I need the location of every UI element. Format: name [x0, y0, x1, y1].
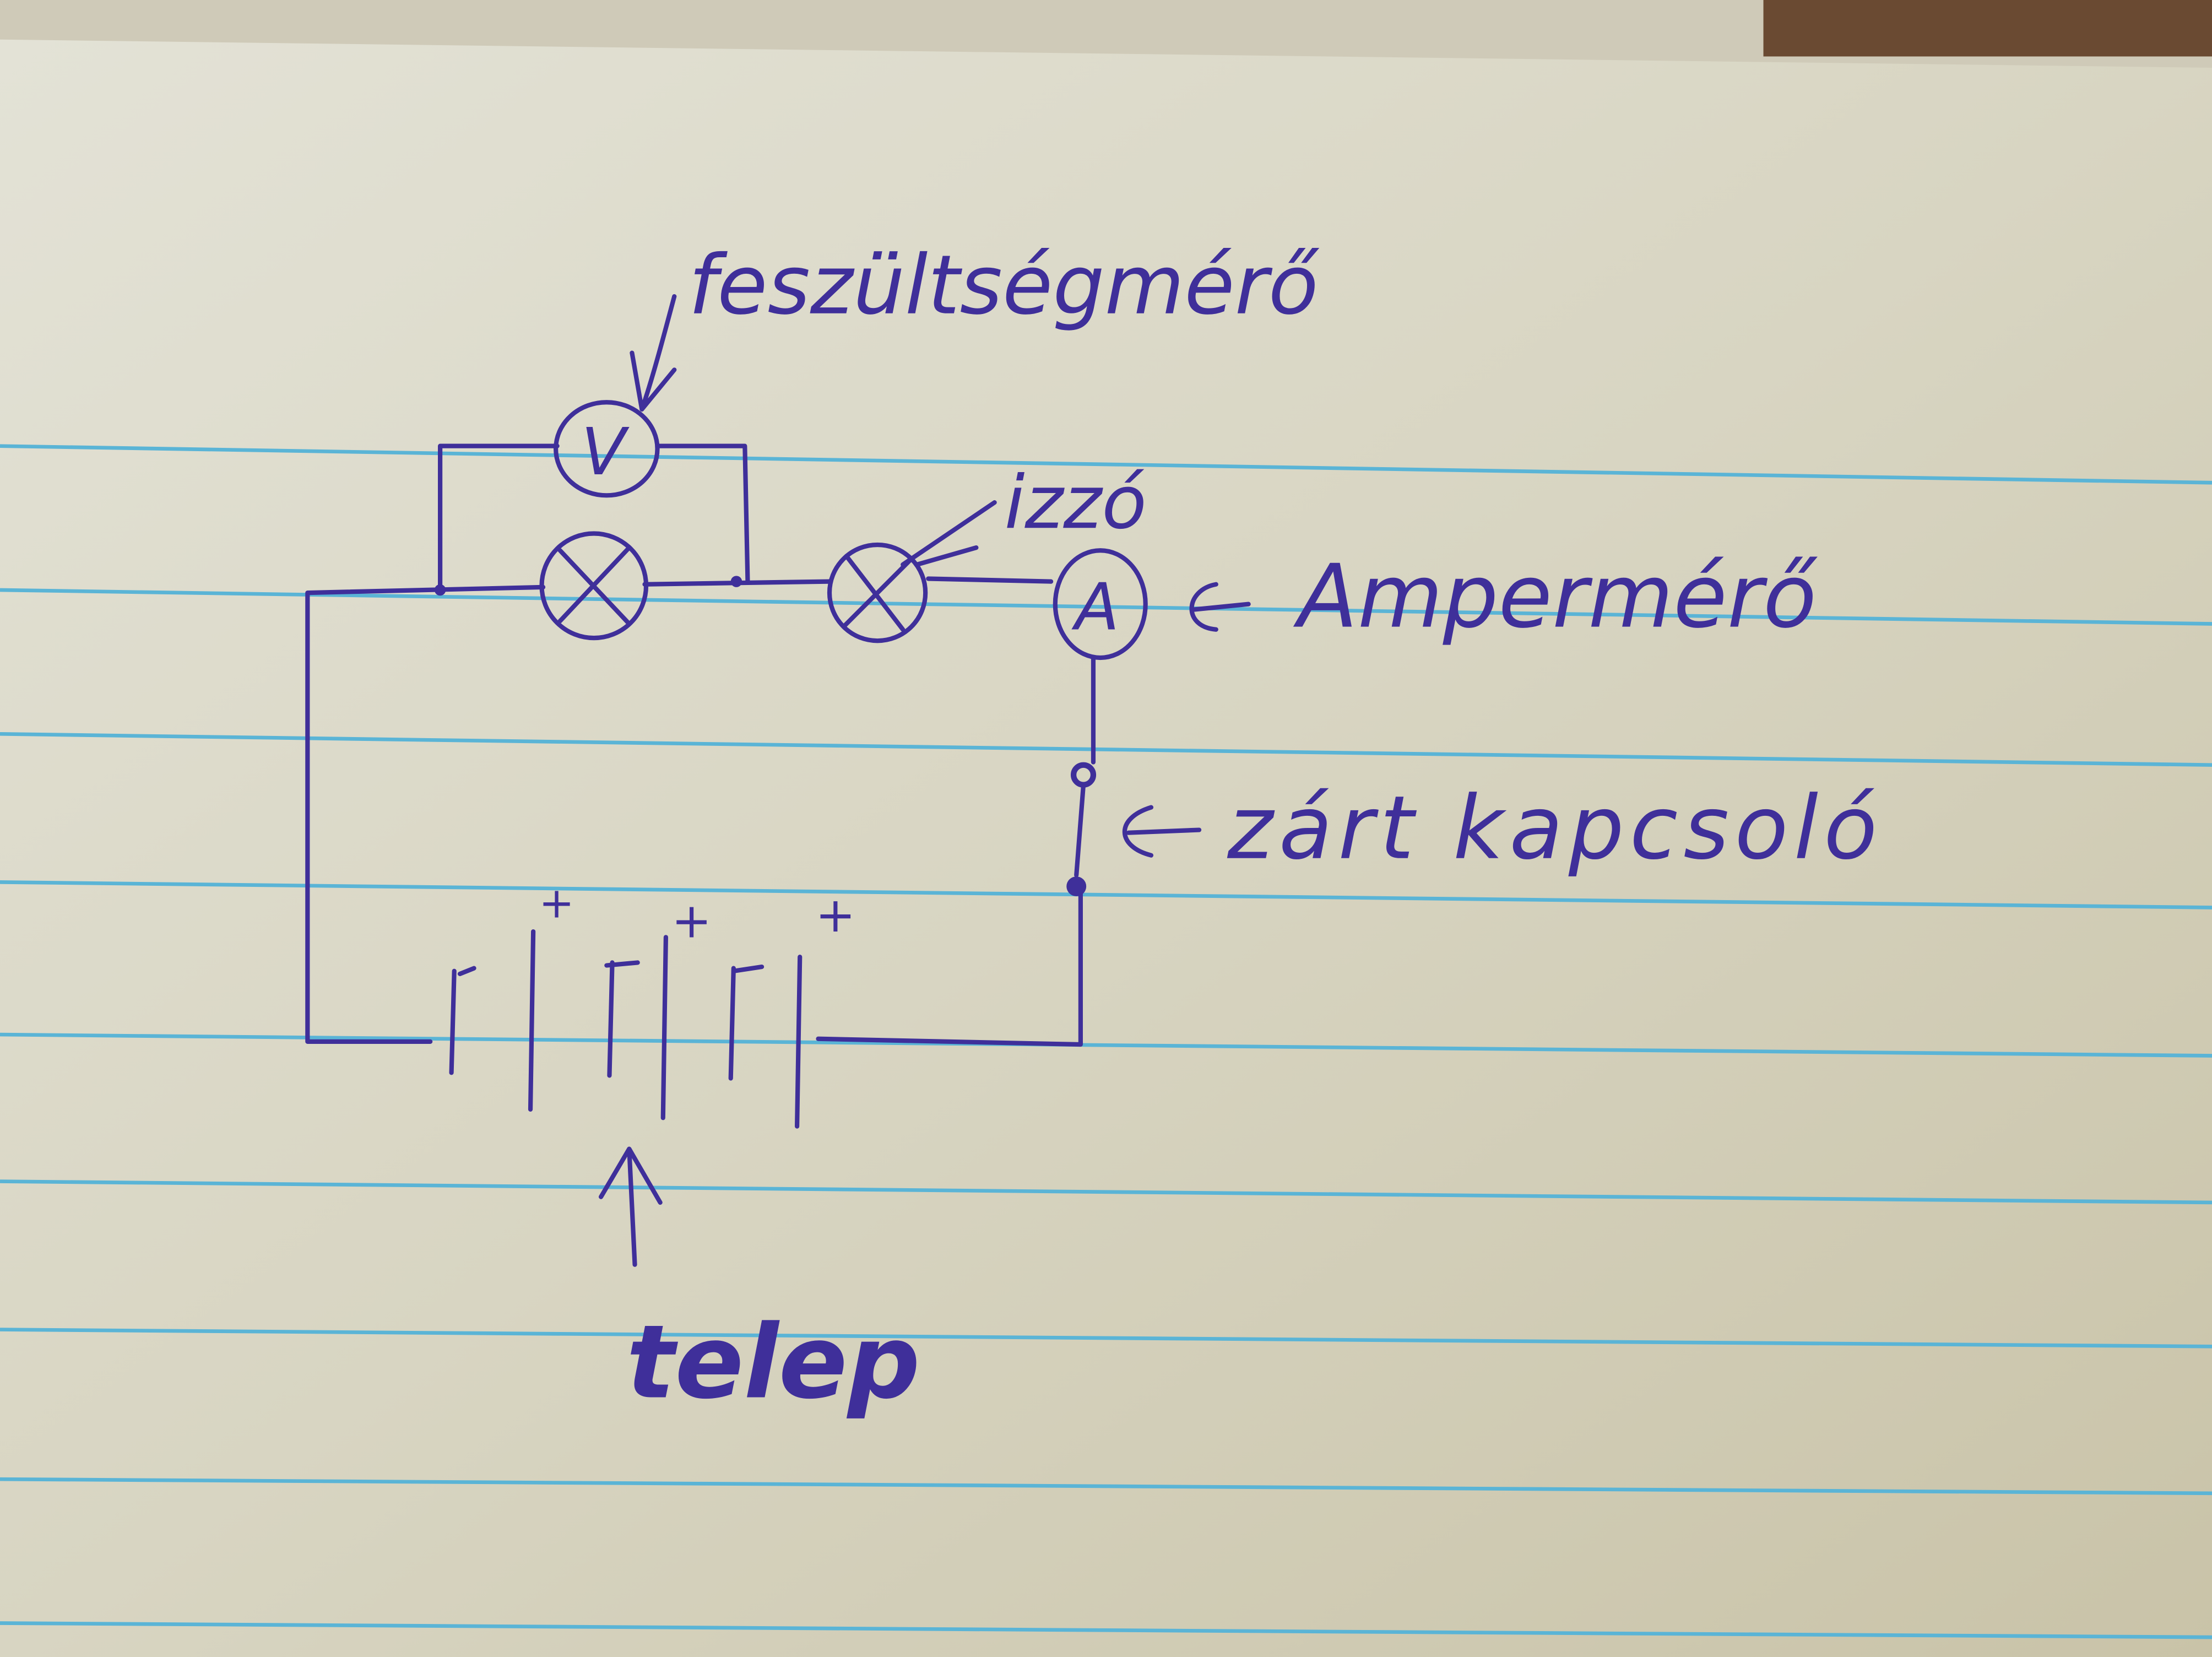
battery-symbol: + + +: [449, 879, 855, 1129]
junction-dot: [434, 584, 446, 596]
ammeter-symbol: A: [1053, 548, 1148, 660]
junction-dot: [730, 576, 742, 587]
arrow-to-voltmeter: [630, 294, 677, 412]
wire-right: [816, 655, 1096, 1047]
voltmeter-symbol: V: [554, 400, 660, 498]
wire-parallel-branch: [438, 443, 750, 593]
ruled-lines: [0, 444, 2212, 1639]
bulb-symbol-1: [539, 531, 649, 641]
battery-label: telep: [626, 1304, 920, 1422]
plus-sign: +: [539, 879, 574, 928]
arrow-to-switch: [1122, 805, 1202, 858]
voltmeter-letter: V: [581, 414, 630, 490]
closed-switch-symbol: [1066, 762, 1097, 896]
table-surface: [1763, 0, 2212, 57]
voltmeter-label: feszültségmérő: [688, 238, 1320, 333]
arrow-to-bulb: [901, 500, 997, 567]
ammeter-label: Ampermérő: [1293, 546, 1818, 648]
wire-left-loop: [305, 584, 546, 1044]
bulb-symbol-2: [827, 542, 928, 643]
ammeter-letter: A: [1071, 570, 1120, 645]
arrow-to-battery: [598, 1146, 663, 1267]
plus-sign: +: [671, 892, 712, 949]
bulb-label: izzó: [1005, 460, 1147, 545]
arrow-to-ammeter: [1189, 582, 1251, 632]
circuit: V A + + +: [305, 238, 1883, 1422]
switch-label: zárt kapcsoló: [1227, 778, 1883, 879]
plus-sign: +: [815, 887, 855, 943]
